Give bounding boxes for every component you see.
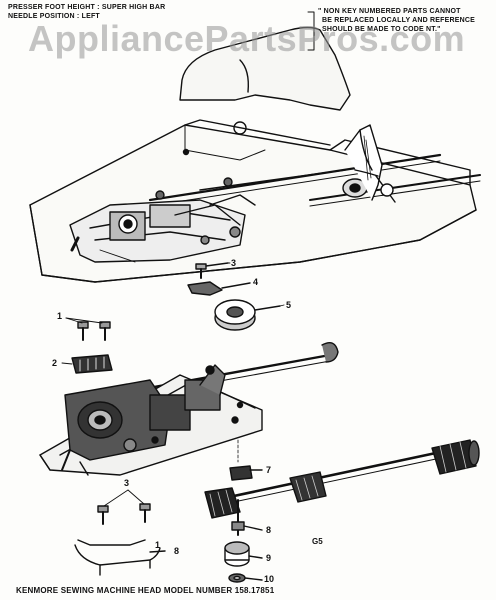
cam-part-5	[214, 299, 281, 331]
footer-caption: KENMORE SEWING MACHINE HEAD MODEL NUMBER…	[16, 586, 275, 595]
hook-parts-stack	[224, 439, 263, 583]
callout-3-lower: 3	[124, 478, 130, 488]
watermark: AppliancePartsPros.com	[28, 18, 466, 59]
callout-1-lower: 1	[155, 540, 161, 550]
figure-code: G5	[312, 537, 323, 546]
screws-part-3-lower	[97, 503, 151, 525]
note-line-2: BE REPLACED LOCALLY AND REFERENCE	[322, 17, 475, 24]
screw-part-3-upper	[195, 262, 229, 279]
callout-7: 7	[266, 465, 272, 475]
screws-part-1	[77, 321, 111, 341]
bed-mechanism	[69, 177, 256, 263]
callout-9: 9	[266, 553, 272, 563]
bracket-part-4	[187, 281, 251, 296]
note-line-1: " NON KEY NUMBERED PARTS CANNOT	[318, 8, 461, 15]
lever-arm	[344, 124, 396, 203]
callout-2: 2	[52, 358, 58, 368]
callout-8: 8	[266, 525, 272, 535]
feed-plate-part-2	[71, 354, 113, 374]
leader-lines	[61, 262, 285, 507]
note-line-3: SHOULD BE MADE TO CODE NT."	[322, 26, 441, 33]
lower-plate-assembly	[39, 364, 263, 476]
callout-4: 4	[253, 277, 259, 287]
callout-8-lower: 8	[174, 546, 180, 556]
presser-foot-height-text: PRESSER FOOT HEIGHT : SUPER HIGH BAR	[8, 4, 166, 11]
note-bracket	[307, 11, 315, 51]
needle-position-text: NEEDLE POSITION : LEFT	[8, 13, 100, 20]
wire-bracket-part-8	[74, 539, 166, 576]
callout-10: 10	[264, 574, 275, 584]
callout-1: 1	[57, 311, 63, 321]
lower-shaft	[204, 439, 480, 519]
callout-3-upper: 3	[231, 258, 237, 268]
callout-5: 5	[286, 300, 292, 310]
